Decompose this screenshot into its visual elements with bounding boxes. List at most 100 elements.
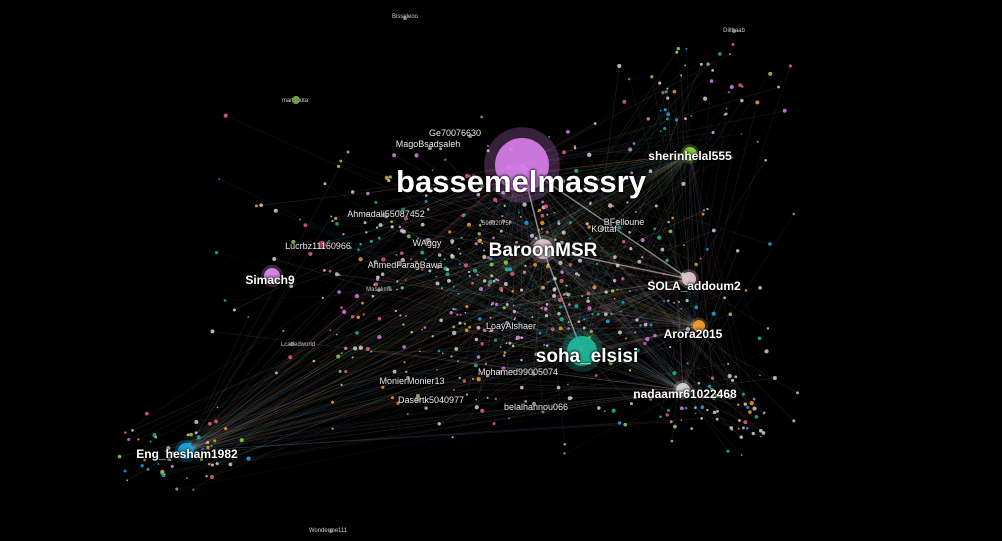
minor-node[interactable]: [596, 312, 600, 316]
minor-node[interactable]: [559, 305, 562, 309]
minor-node[interactable]: [430, 187, 433, 190]
minor-node[interactable]: [205, 475, 208, 478]
minor-node[interactable]: [492, 422, 496, 426]
minor-node[interactable]: [403, 216, 409, 221]
minor-node[interactable]: [554, 238, 557, 241]
minor-node[interactable]: [629, 247, 633, 251]
minor-node[interactable]: [723, 296, 727, 300]
minor-node[interactable]: [472, 174, 476, 178]
minor-node[interactable]: [725, 107, 728, 110]
minor-node[interactable]: [472, 268, 478, 273]
minor-node[interactable]: [633, 395, 638, 400]
minor-node[interactable]: [586, 299, 590, 303]
minor-node[interactable]: [680, 74, 683, 77]
minor-node[interactable]: [727, 362, 730, 365]
minor-node[interactable]: [207, 462, 211, 466]
minor-node[interactable]: [450, 239, 455, 244]
minor-node[interactable]: [216, 406, 219, 409]
node-BaroonMSR[interactable]: [533, 239, 553, 259]
minor-node[interactable]: [616, 288, 618, 291]
minor-node[interactable]: [718, 395, 722, 399]
minor-node[interactable]: [625, 222, 628, 225]
minor-node[interactable]: [503, 260, 509, 265]
minor-node[interactable]: [464, 173, 470, 179]
minor-node[interactable]: [729, 53, 732, 56]
minor-node[interactable]: [329, 329, 332, 332]
minor-node[interactable]: [662, 272, 666, 276]
minor-node[interactable]: [492, 236, 495, 240]
minor-node[interactable]: [451, 330, 457, 336]
node-n59[interactable]: [490, 220, 494, 224]
minor-node[interactable]: [545, 331, 548, 333]
minor-node[interactable]: [282, 329, 285, 332]
minor-node[interactable]: [377, 236, 381, 240]
minor-node[interactable]: [694, 412, 697, 415]
node-Masalima[interactable]: [377, 288, 381, 292]
minor-node[interactable]: [373, 283, 376, 286]
minor-node[interactable]: [592, 285, 597, 290]
minor-node[interactable]: [557, 222, 561, 225]
minor-node[interactable]: [540, 213, 545, 218]
minor-node[interactable]: [738, 83, 743, 88]
minor-node[interactable]: [669, 420, 673, 424]
minor-node[interactable]: [140, 464, 144, 468]
minor-node[interactable]: [400, 257, 405, 263]
minor-node[interactable]: [485, 323, 488, 325]
minor-node[interactable]: [387, 178, 391, 183]
minor-node[interactable]: [363, 221, 367, 225]
minor-node[interactable]: [336, 164, 341, 168]
minor-node[interactable]: [342, 309, 347, 314]
minor-node[interactable]: [493, 252, 497, 256]
minor-node[interactable]: [734, 286, 739, 291]
minor-node[interactable]: [540, 285, 545, 290]
minor-node[interactable]: [484, 362, 488, 365]
minor-node[interactable]: [567, 303, 571, 306]
minor-node[interactable]: [431, 169, 434, 172]
minor-node[interactable]: [468, 325, 472, 329]
minor-node[interactable]: [563, 443, 567, 446]
minor-node[interactable]: [406, 413, 409, 416]
minor-node[interactable]: [438, 191, 441, 194]
minor-node[interactable]: [589, 201, 592, 204]
minor-node[interactable]: [495, 278, 498, 281]
minor-node[interactable]: [501, 366, 506, 371]
minor-node[interactable]: [711, 228, 716, 233]
minor-node[interactable]: [788, 64, 793, 68]
minor-node[interactable]: [489, 316, 492, 319]
minor-node[interactable]: [534, 236, 538, 240]
node-bassemelmassry[interactable]: [495, 138, 549, 192]
minor-node[interactable]: [738, 419, 741, 422]
minor-node[interactable]: [275, 371, 278, 375]
minor-node[interactable]: [572, 249, 577, 254]
minor-node[interactable]: [574, 168, 579, 174]
minor-node[interactable]: [149, 440, 152, 443]
minor-node[interactable]: [481, 242, 484, 245]
minor-node[interactable]: [437, 181, 441, 186]
minor-node[interactable]: [759, 435, 762, 438]
minor-node[interactable]: [513, 248, 517, 252]
minor-node[interactable]: [714, 393, 719, 398]
minor-node[interactable]: [480, 184, 484, 189]
minor-node[interactable]: [503, 282, 508, 287]
minor-node[interactable]: [490, 303, 493, 306]
minor-node[interactable]: [587, 306, 592, 311]
minor-node[interactable]: [482, 328, 487, 333]
minor-node[interactable]: [232, 308, 236, 312]
minor-node[interactable]: [531, 316, 534, 319]
minor-node[interactable]: [424, 258, 427, 261]
minor-node[interactable]: [565, 284, 568, 287]
minor-node[interactable]: [741, 85, 744, 88]
minor-node[interactable]: [562, 150, 566, 155]
minor-node[interactable]: [613, 297, 616, 300]
minor-node[interactable]: [666, 408, 670, 412]
minor-node[interactable]: [450, 253, 454, 257]
minor-node[interactable]: [658, 81, 662, 85]
minor-node[interactable]: [591, 312, 594, 316]
minor-node[interactable]: [189, 432, 193, 437]
minor-node[interactable]: [416, 237, 420, 240]
minor-node[interactable]: [737, 403, 740, 406]
minor-node[interactable]: [617, 63, 622, 69]
minor-node[interactable]: [127, 438, 131, 442]
minor-node[interactable]: [207, 421, 212, 426]
minor-node[interactable]: [628, 147, 633, 152]
